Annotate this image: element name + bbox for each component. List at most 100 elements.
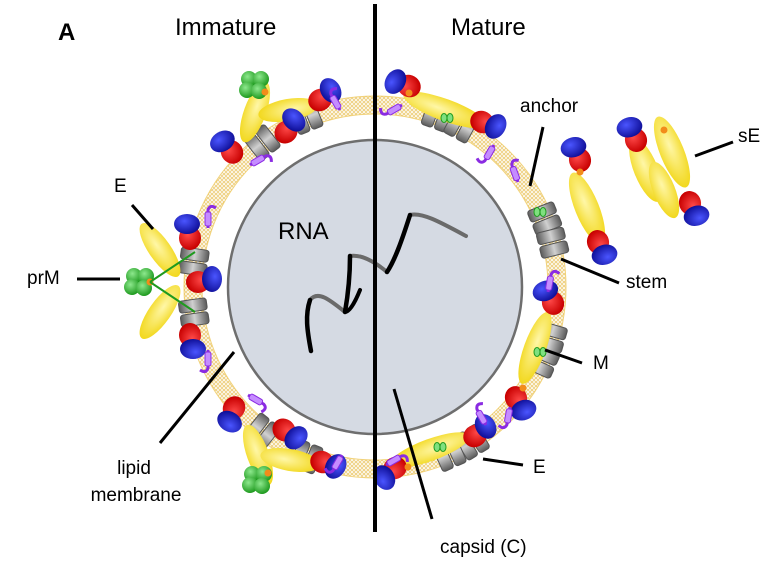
stem-anchor: [475, 144, 496, 164]
label-lipid: lipid: [117, 458, 151, 479]
stem-purple: [475, 402, 488, 426]
label-se: sE: [738, 126, 761, 147]
e-protein-body: [139, 285, 181, 339]
domain-blue: [484, 114, 507, 139]
title-mature: Mature: [451, 14, 526, 41]
m-dot: [539, 207, 547, 217]
e-protein-body: [139, 223, 181, 277]
stem-segment: [248, 393, 264, 406]
domain-blue: [683, 205, 710, 226]
pointer-lipid-membrane: [158, 351, 236, 444]
pr-lobe: [239, 82, 255, 98]
domain-blue: [616, 117, 643, 138]
stem-segment: [475, 409, 488, 425]
pointer-e-left: [130, 204, 155, 230]
stem-segment: [329, 94, 342, 110]
stem-purple: [206, 204, 217, 228]
stem-segment: [483, 145, 496, 161]
domain-blue: [180, 339, 206, 359]
e-protein-head: [586, 230, 618, 265]
pointer-e-right: [482, 457, 524, 467]
pointer-lines: [77, 126, 734, 520]
stem-segment: [504, 408, 513, 424]
pr-lobe: [254, 478, 270, 494]
label-anchor: anchor: [520, 96, 579, 117]
stem-segment: [250, 154, 266, 167]
stem-anchor: [249, 154, 273, 167]
m-dot: [539, 347, 547, 357]
domain-blue: [217, 410, 242, 433]
tm-barrel: [179, 246, 210, 263]
label-stem: stem: [626, 272, 668, 293]
stem-purple: [199, 350, 210, 374]
stem-anchor: [385, 454, 409, 467]
e-protein-head: [272, 418, 308, 450]
transmembrane-helix: [244, 124, 281, 162]
stem-anchor: [475, 402, 488, 426]
m-dot: [533, 347, 541, 357]
pointer-se: [694, 140, 734, 158]
stem-anchor: [323, 454, 344, 474]
stem-anchor: [204, 204, 217, 228]
rna-helix: [304, 212, 468, 354]
stem-segment: [386, 103, 402, 116]
e-protein-body: [390, 432, 470, 468]
label-m: M: [593, 353, 609, 374]
envelope-proteins: [124, 69, 710, 494]
stem-anchor: [247, 393, 267, 414]
pr-lobe: [253, 71, 269, 87]
stem-purple: [323, 454, 344, 474]
fusion-loop: [405, 89, 413, 97]
label-capsid: capsid (C): [440, 537, 527, 558]
m-dot: [433, 442, 441, 452]
stem-purple: [510, 158, 520, 183]
stem-purple: [329, 87, 342, 111]
stem-anchor: [545, 269, 561, 293]
pr-lobe: [251, 83, 267, 99]
fusion-loop: [660, 126, 668, 134]
e-protein-head: [384, 69, 421, 98]
e-protein-head: [186, 266, 222, 293]
m-protein: [533, 347, 547, 357]
domain-blue: [210, 130, 235, 153]
label-prm: prM: [27, 268, 60, 289]
e-protein-body: [403, 91, 487, 129]
stem-purple: [546, 269, 561, 293]
e-protein-head: [179, 323, 206, 359]
pointer-capsid: [392, 388, 434, 520]
stem-segment: [204, 351, 212, 367]
stem-anchor: [379, 103, 403, 116]
domain-blue: [591, 244, 618, 265]
fusion-loop: [519, 384, 527, 392]
pointer-m: [544, 348, 583, 365]
e-protein-head: [274, 108, 306, 144]
tm-barrel: [539, 240, 570, 259]
stem-segment: [386, 454, 402, 467]
label-e-left: E: [114, 176, 127, 197]
panel-label: A: [58, 19, 76, 46]
stem-anchor: [509, 158, 521, 183]
domain-blue: [202, 266, 222, 292]
pr-lobe: [124, 279, 140, 295]
domain-blue: [560, 137, 587, 158]
m-dot: [439, 442, 447, 452]
pr-lobe: [242, 477, 258, 493]
e-protein-body: [648, 161, 680, 219]
stem-purple: [249, 154, 273, 167]
transmembrane-helix: [535, 226, 570, 259]
stem-segment: [331, 455, 344, 471]
m-protein: [533, 207, 547, 217]
stem-purple: [385, 454, 409, 467]
stem-anchor: [329, 87, 342, 111]
stem-anchor: [497, 406, 513, 430]
domain-blue: [510, 399, 537, 421]
e-protein-head: [504, 386, 537, 421]
domain-blue: [282, 108, 306, 132]
m-dot: [440, 113, 448, 123]
e-protein-head: [174, 214, 201, 250]
label-e-right: E: [533, 457, 546, 478]
pointer-stem: [560, 257, 620, 285]
m-protein: [440, 113, 454, 123]
stem-segment: [509, 166, 521, 182]
